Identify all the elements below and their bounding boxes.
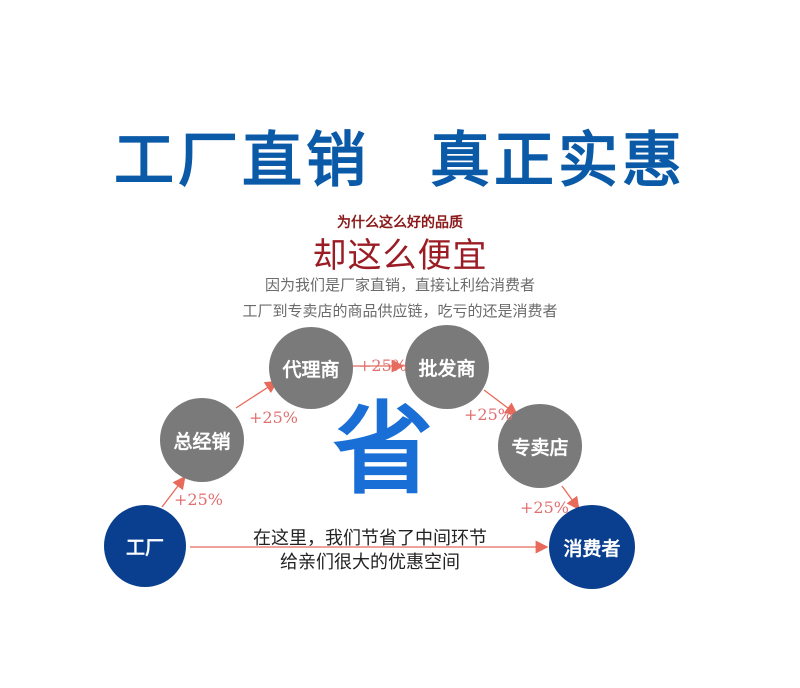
markup-label: +25% [520, 498, 569, 517]
explain-line-2: 工厂到专卖店的商品供应链，吃亏的还是消费者 [242, 302, 558, 320]
subtitle-big: 却这么便宜 [312, 236, 488, 276]
explain-line-1: 因为我们是厂家直销，直接让利给消费者 [264, 276, 535, 294]
arrow-factory-distributor [161, 475, 186, 508]
node-store: 专卖店 [498, 404, 582, 488]
node-wholesaler: 批发商 [405, 325, 489, 409]
message-line-1: 在这里，我们节省了中间环节 [253, 528, 487, 549]
headline-right: 真正实惠 [430, 126, 686, 196]
center-character: 省 [333, 391, 433, 508]
node-factory: 工厂 [104, 505, 186, 587]
headline-left: 工厂直销 [114, 126, 370, 196]
arrow-distributor-agent [235, 380, 279, 409]
arrow-wholesaler-store [483, 389, 519, 416]
message-line-2: 给亲们很大的优惠空间 [280, 552, 460, 573]
markup-label: +25% [249, 408, 298, 427]
headline: 工厂直销真正实惠 [0, 112, 800, 199]
arrow-store-consumer [561, 485, 580, 511]
markup-label: +25% [464, 405, 513, 424]
subtitle-small: 为什么这么好的品质 [337, 215, 463, 231]
markup-label: +25% [358, 356, 407, 375]
markup-label: +25% [174, 490, 223, 509]
node-distributor: 总经销 [160, 398, 244, 482]
node-agent: 代理商 [269, 327, 353, 409]
node-consumer: 消费者 [549, 505, 635, 589]
